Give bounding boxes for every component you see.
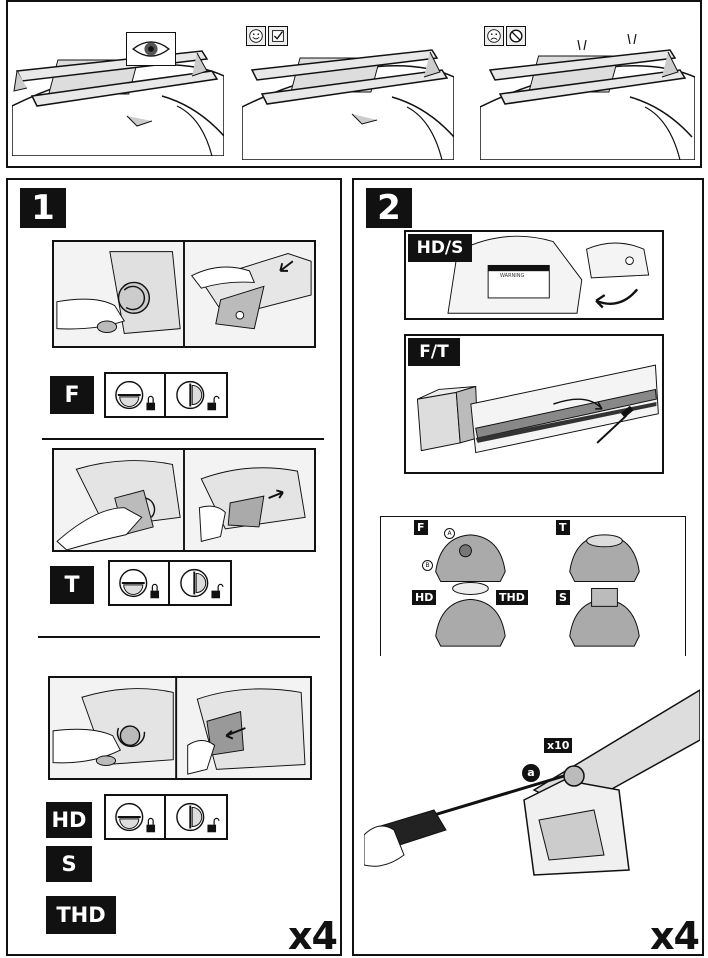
tag-ft: F/T [408, 338, 460, 366]
foot-type-hd: HD [412, 590, 437, 605]
tag-hds: HD/S [408, 234, 472, 262]
smiley-happy-icon [246, 26, 266, 46]
screw-count-badge: x10 [544, 738, 573, 753]
screw-point-a: a [522, 764, 540, 782]
foot-types-illustration [380, 516, 686, 656]
foot-type-f: F [414, 520, 428, 535]
car-roof-view-2 [241, 32, 455, 161]
point-a-label: A [444, 528, 455, 539]
tag-hd: HD [46, 802, 92, 838]
foot-type-t: T [556, 520, 570, 535]
warning-label-text: WARNING [500, 273, 525, 279]
car-roof-view-3 [479, 32, 696, 161]
hd-foot-unlock-illustration [48, 676, 312, 780]
step-2-multiplier: x4 [650, 914, 700, 958]
smiley-sad-icon [484, 26, 504, 46]
point-b-label: B [422, 560, 433, 571]
foot-type-s: S [556, 590, 570, 605]
divider-2 [38, 636, 320, 638]
lock-locked-icon [106, 796, 166, 838]
step-2-number: 2 [366, 188, 412, 228]
t-foot-unlock-illustration [52, 448, 316, 552]
prohibited-icon [506, 26, 526, 46]
top-overview-panel [6, 0, 702, 168]
lock-unlocked-icon [166, 374, 226, 416]
step-2-panel: 2 HD/S WARNING F/T [352, 178, 704, 958]
lock-unlocked-icon [170, 562, 230, 604]
eye-icon [126, 32, 176, 66]
step-1-multiplier: x4 [288, 914, 338, 958]
step-1-panel: 1 F [6, 178, 342, 958]
t-lock-options [108, 560, 232, 606]
hd-lock-options [104, 794, 228, 840]
checkbox-checked-icon [268, 26, 288, 46]
f-foot-unlock-illustration [52, 240, 316, 348]
divider-1 [42, 438, 324, 440]
lock-locked-icon [106, 374, 166, 416]
car-roof-view-1 [11, 26, 225, 157]
tag-t: T [50, 566, 94, 604]
screwdriver-illustration [363, 680, 701, 880]
tag-thd: THD [46, 896, 116, 934]
tag-s: S [46, 846, 92, 882]
step-1-number: 1 [20, 188, 66, 228]
tag-f: F [50, 376, 94, 414]
f-lock-options [104, 372, 228, 418]
lock-locked-icon [110, 562, 170, 604]
foot-type-thd: THD [496, 590, 528, 605]
lock-unlocked-icon [166, 796, 226, 838]
